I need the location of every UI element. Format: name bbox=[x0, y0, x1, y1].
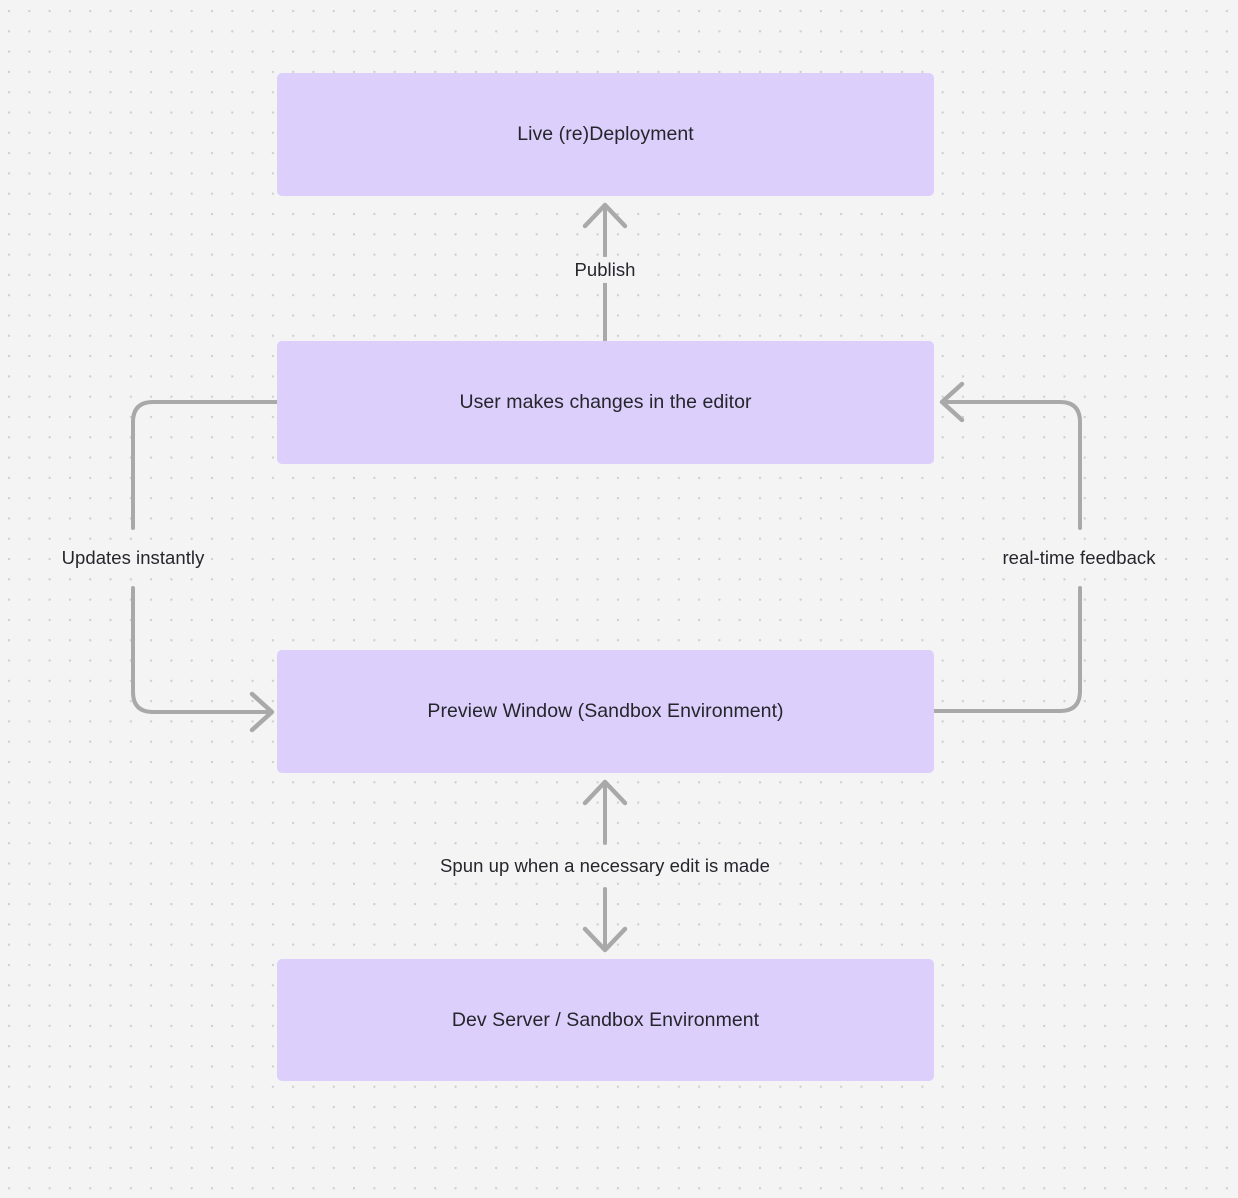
node-label: User makes changes in the editor bbox=[459, 391, 752, 414]
arrowhead-up-icon bbox=[582, 202, 628, 229]
node-label: Live (re)Deployment bbox=[517, 123, 694, 146]
edge-label-spun-up: Spun up when a necessary edit is made bbox=[434, 852, 776, 880]
arrowhead-right-icon bbox=[249, 691, 275, 733]
arrowhead-down-icon bbox=[582, 926, 628, 953]
node-dev-server[interactable]: Dev Server / Sandbox Environment bbox=[277, 959, 934, 1081]
node-user-makes-changes[interactable]: User makes changes in the editor bbox=[277, 341, 934, 464]
node-preview-window[interactable]: Preview Window (Sandbox Environment) bbox=[277, 650, 934, 773]
arrowhead-left-icon bbox=[939, 381, 965, 423]
edge-label-real-time-feedback: real-time feedback bbox=[996, 544, 1162, 572]
arrowhead-up-icon bbox=[582, 779, 628, 806]
node-label: Preview Window (Sandbox Environment) bbox=[427, 700, 784, 723]
node-live-redeployment[interactable]: Live (re)Deployment bbox=[277, 73, 934, 196]
node-label: Dev Server / Sandbox Environment bbox=[451, 1008, 760, 1031]
edge-label-updates-instantly: Updates instantly bbox=[55, 544, 211, 572]
edge-label-publish: Publish bbox=[568, 256, 642, 284]
